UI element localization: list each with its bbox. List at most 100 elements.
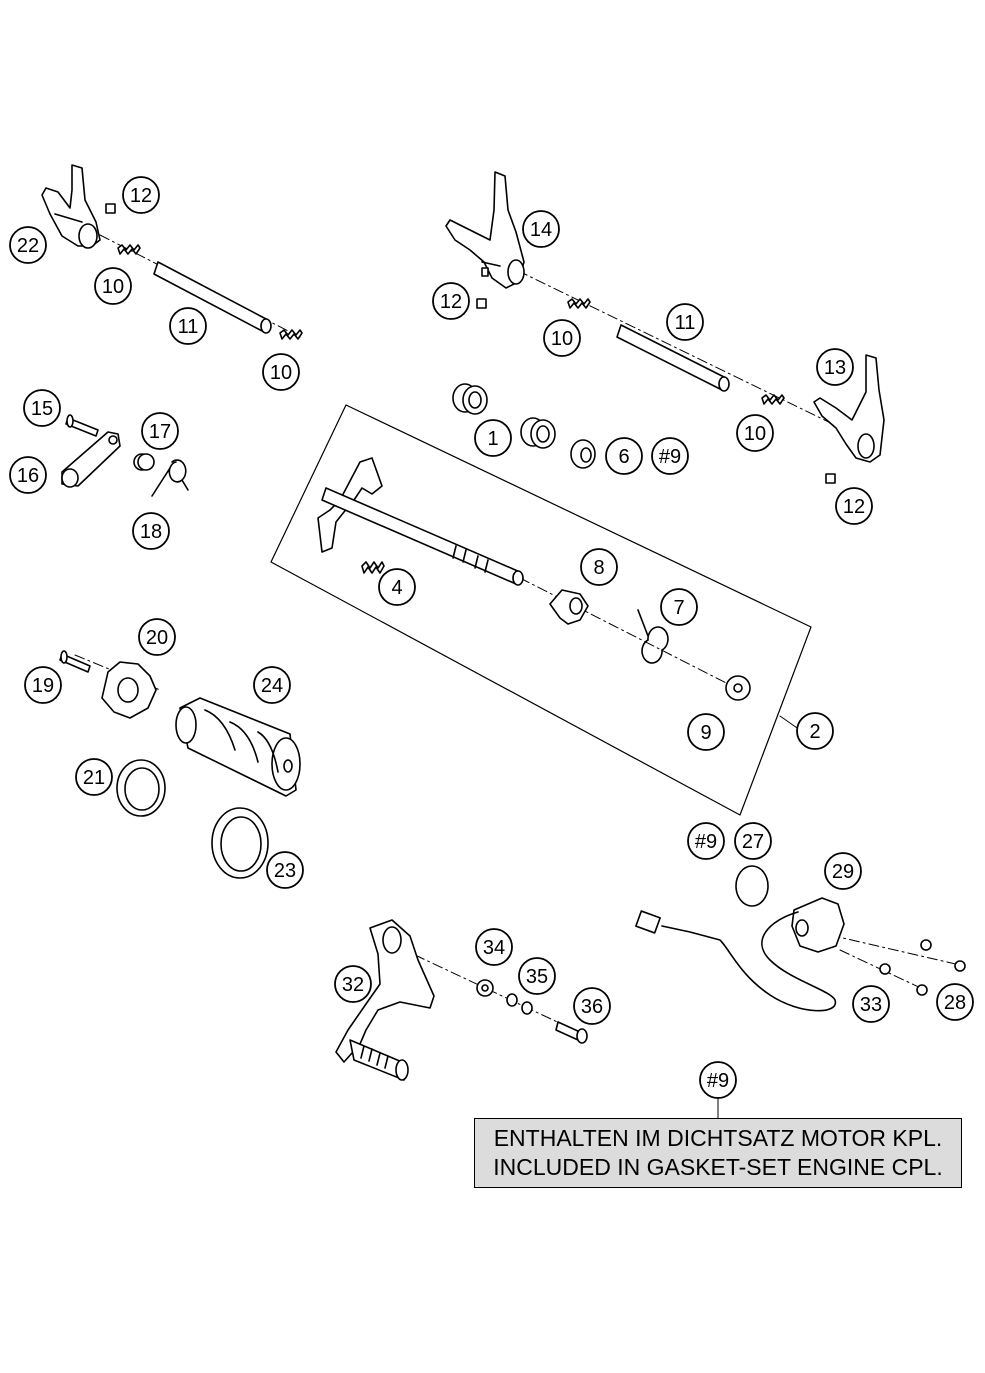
callout-c26: 19 [24, 666, 62, 704]
gear-sensor-29 [635, 897, 845, 1012]
callout-c30: #9 [687, 822, 725, 860]
callout-c23: 9 [687, 713, 725, 751]
rod-11-a [153, 261, 272, 334]
callout-label: 28 [944, 992, 966, 1014]
shift-fork-14 [445, 171, 525, 289]
callout-c10: 13 [816, 348, 854, 386]
shift-fork-22 [41, 164, 101, 249]
bearing-23 [211, 807, 269, 879]
callout-label: 21 [83, 767, 105, 789]
callout-label: #9 [659, 446, 681, 468]
bolt-36 [555, 1021, 588, 1044]
bush-8 [549, 589, 589, 625]
callout-c21: 8 [580, 548, 618, 586]
callout-label: 29 [832, 861, 854, 883]
callout-c11: 10 [736, 414, 774, 452]
bolt-15 [65, 414, 99, 437]
shift-drum-24 [175, 697, 301, 797]
shift-shaft [317, 457, 524, 586]
callout-c20: 4 [378, 568, 416, 606]
note-line-german: ENTHALTEN IM DICHTSATZ MOTOR KPL. [493, 1125, 943, 1151]
callout-label: 23 [274, 860, 296, 882]
callout-c38: 28 [936, 983, 974, 1021]
callout-label: 1 [487, 428, 498, 450]
callout-label: 10 [270, 362, 292, 384]
shift-star-20 [101, 661, 157, 719]
shift-lever-32 [335, 919, 435, 1081]
callout-c25: 20 [138, 618, 176, 656]
callout-c27: 24 [253, 666, 291, 704]
callout-label: 12 [130, 185, 152, 207]
callout-label: 33 [860, 994, 882, 1016]
callout-c34: 35 [518, 957, 556, 995]
callout-label: 20 [146, 627, 168, 649]
spring-10-b [279, 329, 303, 340]
bearing-21 [116, 759, 166, 817]
callout-label: 9 [700, 722, 711, 744]
bush-12-b [476, 298, 487, 309]
shift-shaft-assembly-frame [270, 404, 812, 816]
callout-c8: 10 [543, 319, 581, 357]
callout-label: 6 [618, 446, 629, 468]
callout-c19: 18 [132, 512, 170, 550]
bolt-28-b [916, 984, 928, 996]
o-ring-27 [735, 865, 769, 907]
lever-16 [61, 431, 121, 488]
callout-label: 11 [178, 316, 199, 338]
spring-10-d [761, 394, 785, 405]
callout-label: 17 [149, 421, 171, 443]
spring-4 [361, 561, 385, 574]
spring-10-a [117, 244, 141, 255]
washer-33-b [879, 963, 891, 975]
callout-label: 8 [593, 557, 604, 579]
callout-label: 34 [483, 937, 505, 959]
rod-11-b [616, 324, 730, 392]
callout-c7: 12 [432, 282, 470, 320]
callout-c13: 1 [474, 419, 512, 457]
callout-c18: 16 [9, 456, 47, 494]
callout-label: 14 [530, 219, 552, 241]
shaft-seal-6 [570, 439, 596, 469]
callout-label: 16 [17, 465, 39, 487]
callout-label: 24 [261, 675, 283, 697]
callout-label: 13 [824, 357, 846, 379]
roller-17 [133, 453, 155, 471]
callout-c31: 27 [734, 822, 772, 860]
callout-c17: 17 [141, 412, 179, 450]
callout-label: 4 [391, 577, 402, 599]
callout-group: 12 22 10 11 10 14 12 10 11 13 10 12 1 6 … [9, 176, 974, 1099]
callout-c3: 10 [94, 267, 132, 305]
callout-c39: #9 [699, 1061, 737, 1099]
callout-c22: 7 [660, 588, 698, 626]
callout-label: 12 [843, 496, 865, 518]
callout-label: 32 [342, 974, 364, 996]
callout-label: 35 [526, 966, 548, 988]
callout-label: 11 [675, 312, 696, 334]
nut-35-a [506, 993, 518, 1007]
washer-9 [725, 675, 751, 701]
callout-label: #9 [695, 831, 717, 853]
callout-c9: 11 [666, 303, 704, 341]
washer-34 [476, 979, 494, 997]
callout-c33: 34 [475, 928, 513, 966]
callout-label: 27 [742, 831, 764, 853]
callout-c36: 32 [334, 965, 372, 1003]
callout-c4: 11 [169, 307, 207, 345]
spring-10-c [567, 298, 591, 309]
callout-c5: 10 [262, 353, 300, 391]
callout-c16: 15 [23, 389, 61, 427]
callout-c2: 22 [9, 226, 47, 264]
nut-35-b [521, 1001, 533, 1015]
bolt-19 [59, 650, 91, 673]
callout-label: 7 [673, 597, 684, 619]
callout-label: 22 [17, 235, 39, 257]
callout-label: 18 [140, 521, 162, 543]
leader-lines [717, 715, 801, 1119]
callout-label: 12 [440, 291, 462, 313]
callout-c35: 36 [573, 987, 611, 1025]
callout-c32: 29 [824, 852, 862, 890]
callout-c28: 21 [75, 758, 113, 796]
callout-c14: 6 [605, 437, 643, 475]
callout-label: 2 [809, 721, 820, 743]
